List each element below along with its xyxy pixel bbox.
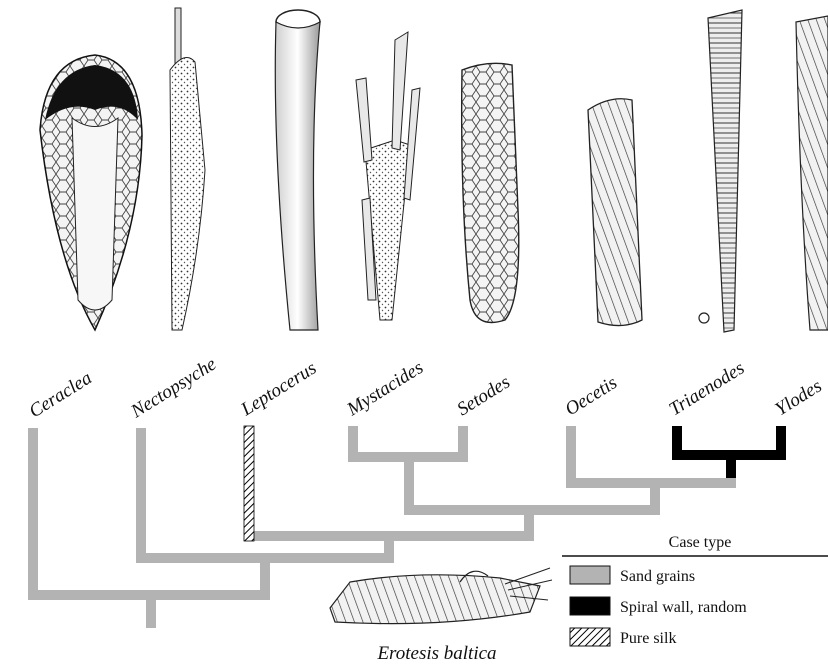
case-illustration-ylodes	[796, 16, 828, 330]
branch-mystacides-oecetis-join	[404, 505, 660, 515]
taxon-labels: Ceraclea Nectopsyche Leptocerus Mystacid…	[26, 354, 826, 423]
case-illustration-ceraclea	[40, 55, 142, 330]
taxon-label-ylodes: Ylodes	[772, 376, 826, 421]
fossil-illustration	[330, 568, 552, 624]
spiral-wall-branches	[672, 426, 786, 478]
branch-node-5	[404, 452, 414, 515]
legend-swatch-silk	[570, 628, 610, 646]
case-illustration-setodes	[462, 63, 519, 322]
legend-title: Case type	[669, 534, 732, 551]
taxon-label-nectopsyche: Nectopsyche	[127, 354, 220, 423]
taxon-label-leptocerus: Leptocerus	[237, 358, 321, 421]
case-illustration-triaenodes	[699, 10, 742, 332]
case-illustration-oecetis	[588, 99, 642, 326]
branch-ceraclea	[28, 428, 38, 600]
legend-label-sand: Sand grains	[620, 568, 695, 585]
branch-leptocerus-silk	[244, 426, 254, 541]
taxon-label-oecetis: Oecetis	[562, 372, 621, 420]
legend-swatch-sand	[570, 566, 610, 584]
branch-node-6	[650, 478, 660, 515]
legend-swatch-spiral	[570, 597, 610, 615]
case-illustration-leptocerus	[275, 10, 320, 330]
branch-node-3	[384, 531, 394, 563]
branch-nectopsyche	[136, 428, 146, 563]
taxon-label-ceraclea: Ceraclea	[26, 368, 96, 423]
taxon-label-triaenodes: Triaenodes	[666, 358, 749, 421]
legend: Case type Sand grains Spiral wall, rando…	[562, 534, 828, 647]
case-illustration-mystacides	[356, 32, 420, 320]
case-illustration-nectopsyche	[170, 8, 205, 330]
taxon-label-setodes: Setodes	[454, 372, 514, 421]
fossil-caption: Erotesis baltica	[376, 643, 496, 664]
branch-node-2	[260, 553, 270, 600]
taxon-label-mystacides: Mystacides	[343, 357, 427, 421]
legend-label-silk: Pure silk	[620, 630, 676, 647]
branch-root	[146, 590, 156, 628]
legend-label-spiral: Spiral wall, random	[620, 599, 747, 616]
branch-node-7	[726, 450, 736, 478]
